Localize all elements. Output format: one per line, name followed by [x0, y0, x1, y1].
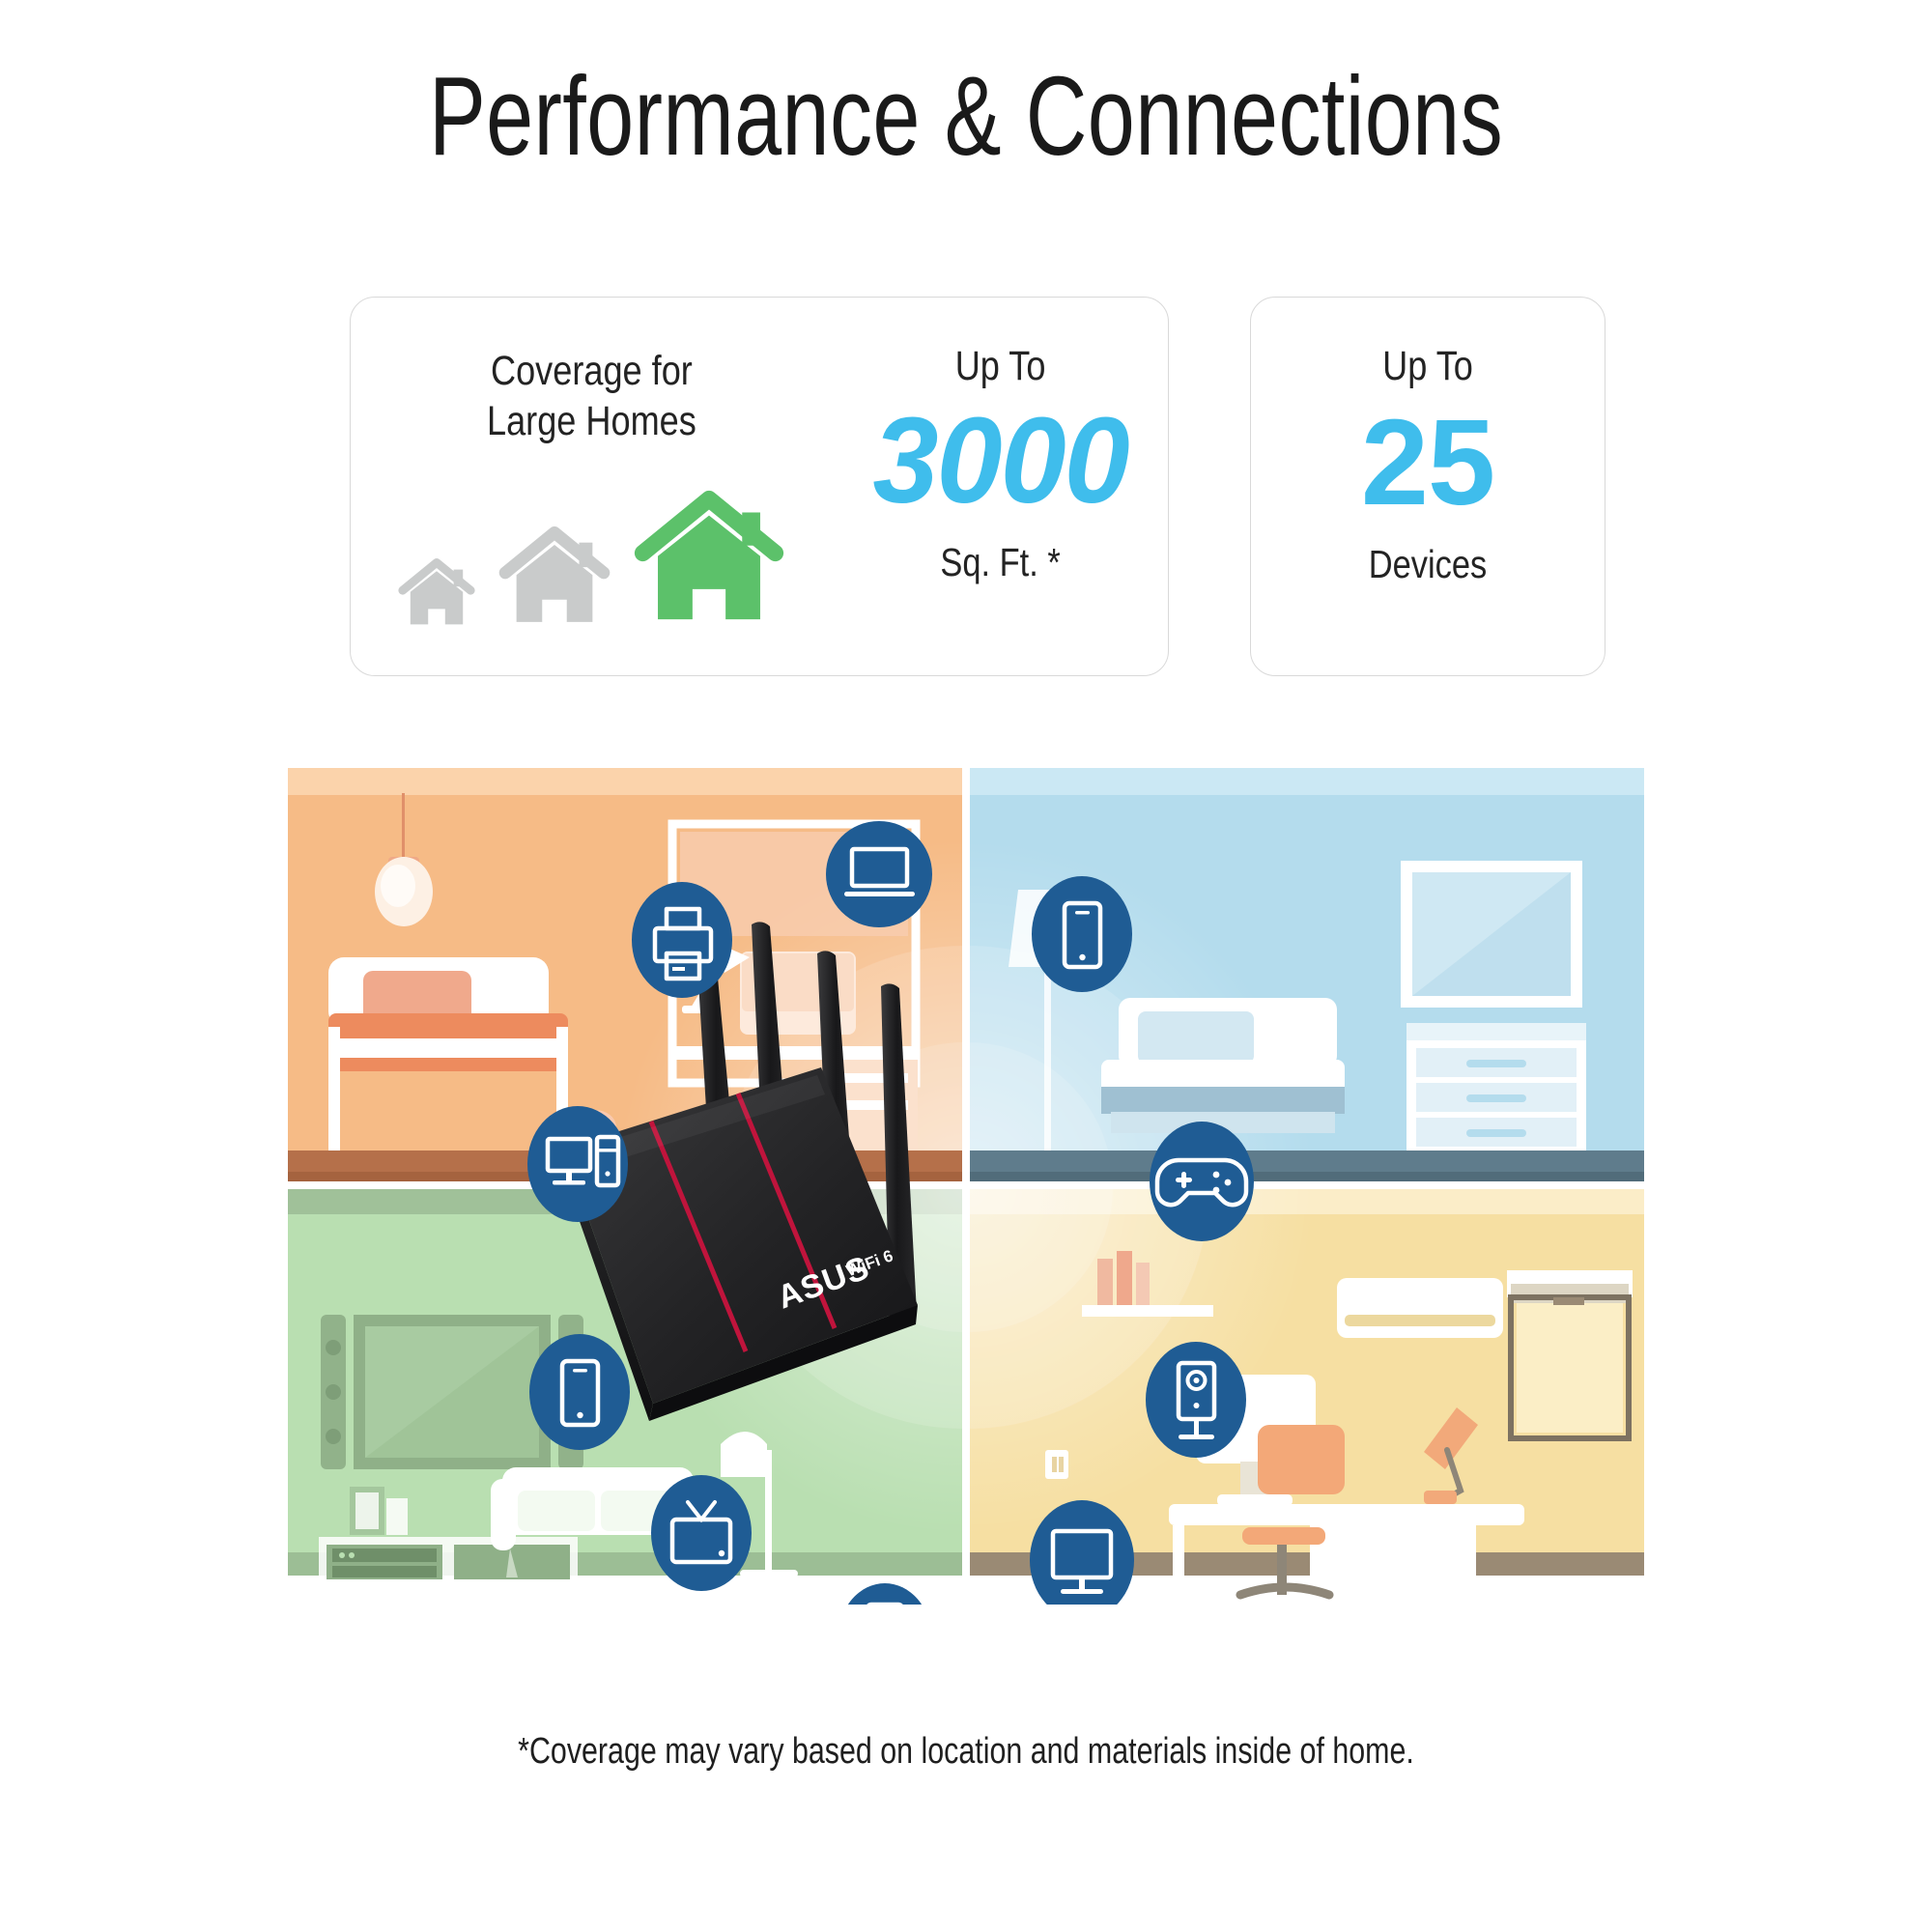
coverage-label-line2: Large Homes: [486, 398, 696, 445]
smart-plug-icon-badge: [847, 1583, 923, 1605]
laptop-icon-badge: [826, 821, 932, 927]
devices-spec-card: Up To 25 Devices: [1250, 297, 1605, 676]
house-large-icon: [634, 487, 784, 635]
house-small-icon: [398, 556, 476, 635]
coverage-footnote: *Coverage may vary based on location and…: [518, 1731, 1414, 1772]
spec-card-row: Coverage for Large Homes: [350, 297, 1605, 676]
devices-unit: Devices: [1368, 541, 1488, 586]
coverage-right-panel: Up To 3000 Sq. Ft. *: [833, 298, 1168, 675]
smartphone-icon-badge: [1032, 876, 1132, 992]
devices-panel: Up To 25 Devices: [1251, 298, 1605, 587]
devices-upto-label: Up To: [1382, 343, 1473, 389]
coverage-left-panel: Coverage for Large Homes: [351, 298, 833, 675]
retro-tv-icon-badge: [651, 1475, 752, 1591]
coverage-upto-label: Up To: [954, 343, 1046, 389]
coverage-label-line1: Coverage for: [491, 348, 693, 394]
coverage-spec-card: Coverage for Large Homes: [350, 297, 1169, 676]
game-controller-icon-badge: [1150, 1122, 1254, 1241]
desktop-pc-icon-badge: [527, 1106, 628, 1222]
coverage-value: 3000: [872, 392, 1129, 529]
page-title: Performance & Connections: [428, 53, 1504, 179]
tablet-icon-badge: [529, 1334, 630, 1450]
coverage-unit: Sq. Ft. *: [940, 539, 1061, 584]
home-coverage-illustration: ASUS WiFi 6: [288, 768, 1644, 1605]
asus-router: ASUS WiFi 6: [560, 922, 918, 1421]
house-medium-icon: [498, 524, 611, 635]
devices-value: 25: [1360, 394, 1495, 531]
printer-icon-badge: [632, 882, 732, 998]
house-size-row: [351, 487, 833, 635]
security-camera-icon-badge: [1146, 1342, 1246, 1458]
monitor-icon-badge: [1030, 1500, 1134, 1605]
device-badges: [527, 821, 1254, 1605]
